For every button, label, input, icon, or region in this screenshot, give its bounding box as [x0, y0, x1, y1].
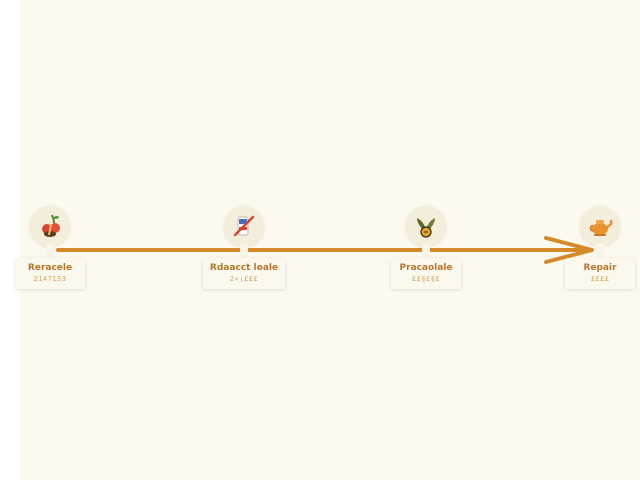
stage-title: Pracaolale: [399, 263, 453, 273]
stage-icon-circle: [30, 206, 70, 246]
stage-label-card: Pracaolale ££§£§£: [391, 258, 461, 289]
stage-icon-circle: [580, 206, 620, 246]
diagram-canvas: [20, 0, 640, 480]
stage-label-card: Rdaacct loale 2«¡£££: [202, 258, 286, 289]
stage-subtitle: 2«¡£££: [229, 275, 259, 283]
olive-branch-icon: [417, 218, 435, 238]
stage-connector: [596, 244, 604, 260]
fruit-veg-icon: [42, 214, 60, 237]
stage-connector: [240, 244, 248, 260]
timeline-stage[interactable]: Reracele 2147133: [15, 206, 85, 290]
timeline-stage[interactable]: Pracaolale ££§£§£: [391, 206, 461, 290]
teapot-icon: [589, 219, 613, 236]
left-gutter: [0, 0, 20, 480]
timeline-stage[interactable]: Rdaacct loale 2«¡£££: [202, 206, 286, 290]
stage-label-card: Reracele 2147133: [15, 258, 85, 289]
stage-subtitle: ££§£§£: [411, 275, 441, 283]
stage-connector: [422, 244, 430, 260]
stage-icon-circle: [406, 206, 446, 246]
stage-connector: [46, 244, 54, 260]
stage-subtitle: ££££: [590, 275, 610, 283]
stage-icon-circle: [224, 206, 264, 246]
stage-title: Reracele: [27, 263, 73, 273]
timeline-stage[interactable]: Repair ££££: [565, 206, 635, 290]
no-packaging-icon: [233, 215, 255, 237]
stage-title: Repair: [583, 263, 617, 273]
stage-title: Rdaacct loale: [209, 263, 279, 273]
stage-subtitle: 2147133: [33, 275, 67, 283]
stage-label-card: Repair ££££: [565, 258, 635, 289]
arrow-head: [544, 236, 594, 264]
